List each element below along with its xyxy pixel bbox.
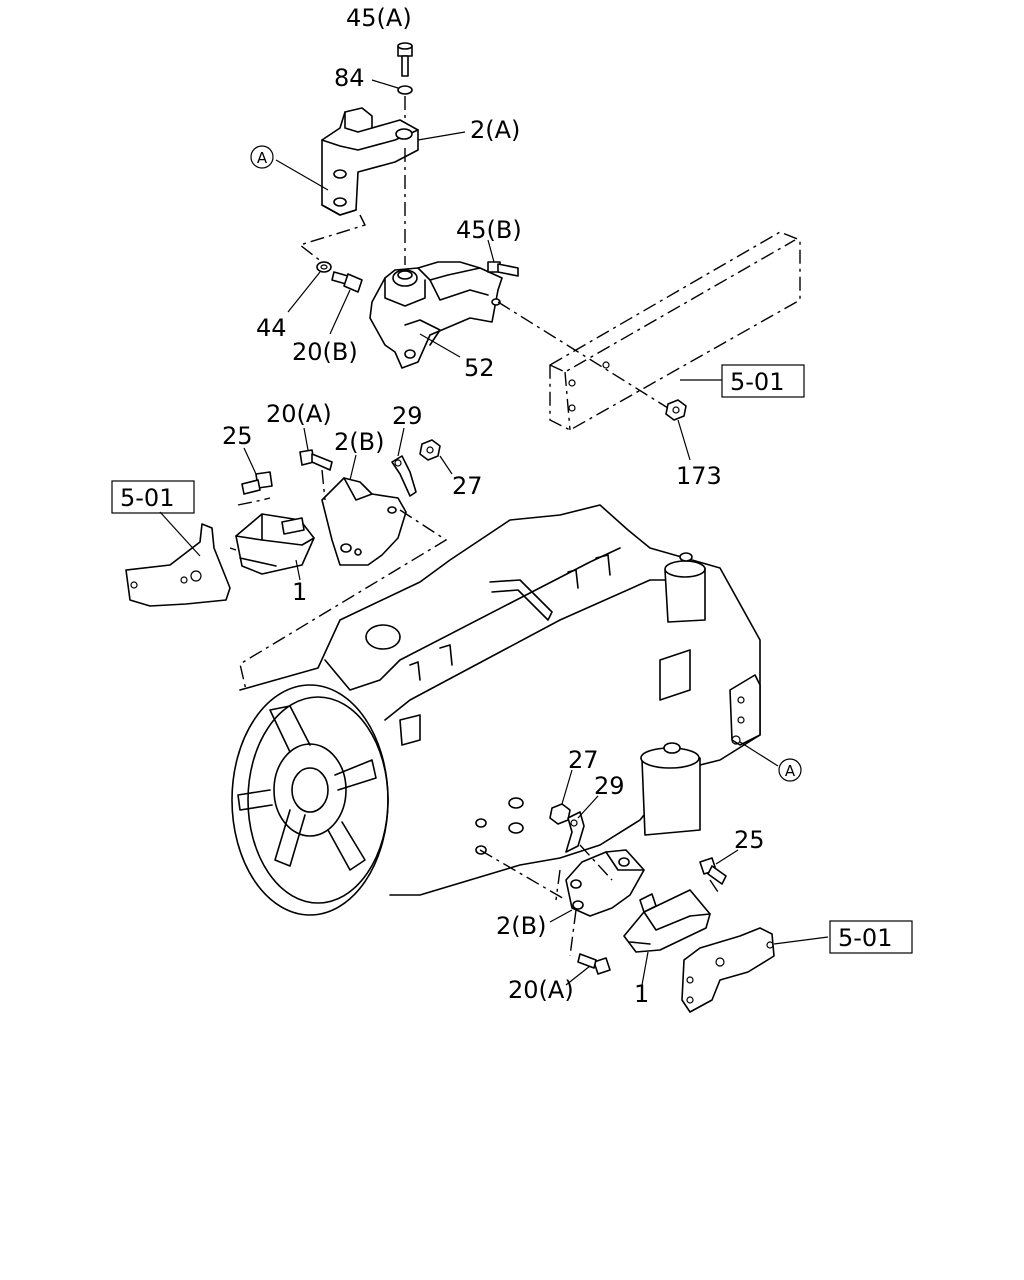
- label-44: 44: [256, 314, 287, 342]
- frame-ref-right-box: [829, 920, 913, 954]
- label-2a: 2(A): [470, 116, 520, 144]
- bracket-52-drawing: [369, 261, 503, 369]
- label-27-left: 27: [452, 472, 483, 500]
- mount-1-right-drawing: [623, 889, 711, 953]
- label-45b: 45(B): [456, 216, 522, 244]
- label-84: 84: [334, 64, 365, 92]
- washer-84-drawing: [397, 85, 413, 95]
- label-1-left: 1: [292, 578, 307, 606]
- mount-1-left-drawing: [235, 513, 315, 575]
- label-173: 173: [676, 462, 722, 490]
- label-25-right: 25: [734, 826, 765, 854]
- frame-ref-top-box: [721, 364, 805, 398]
- ref-a-right-text: A: [785, 762, 796, 780]
- ref-a-right-circle: [778, 758, 802, 782]
- washer-44-drawing: [316, 261, 332, 273]
- frame-ref-top-text: 5-01: [730, 368, 784, 396]
- bolt-45a-drawing: [397, 42, 413, 77]
- label-29-left: 29: [392, 402, 423, 430]
- frame-bracket-right-drawing: [681, 927, 775, 1013]
- bolt-25-right-drawing: [699, 857, 727, 885]
- nut-27-right-drawing: [549, 803, 571, 825]
- label-52: 52: [464, 354, 495, 382]
- engine-drawing: [231, 504, 761, 916]
- bolt-45b-drawing: [487, 261, 519, 277]
- plate-29-left-drawing: [391, 455, 417, 497]
- bolt-25-left-drawing: [241, 471, 273, 495]
- bolt-20a-left-drawing: [299, 449, 333, 471]
- label-20b: 20(B): [292, 338, 358, 366]
- bracket-2a-drawing: [321, 107, 419, 216]
- bracket-2b-right-drawing: [565, 849, 645, 917]
- label-1-right: 1: [634, 980, 649, 1008]
- frame-ref-left-text: 5-01: [120, 484, 174, 512]
- label-29-right: 29: [594, 772, 625, 800]
- label-2b-right: 2(B): [496, 912, 546, 940]
- plate-29-right-drawing: [565, 811, 585, 853]
- frame-rail-drawing: [549, 231, 801, 431]
- frame-ref-right-text: 5-01: [838, 924, 892, 952]
- ref-a-top-circle: [250, 145, 274, 169]
- label-25-left: 25: [222, 422, 253, 450]
- ref-a-top-text: A: [257, 149, 268, 167]
- bracket-2b-left-drawing: [321, 477, 407, 566]
- frame-bracket-left-drawing: [125, 523, 231, 607]
- nut-27-left-drawing: [419, 439, 441, 461]
- bolt-20a-right-drawing: [577, 953, 611, 975]
- label-27-right: 27: [568, 746, 599, 774]
- frame-ref-left-box: [111, 480, 195, 514]
- label-45a: 45(A): [346, 4, 412, 32]
- nut-173-drawing: [665, 399, 687, 421]
- label-2b-left: 2(B): [334, 428, 384, 456]
- label-20a-left: 20(A): [266, 400, 332, 428]
- bolt-20b-drawing: [331, 271, 363, 293]
- label-20a-right: 20(A): [508, 976, 574, 1004]
